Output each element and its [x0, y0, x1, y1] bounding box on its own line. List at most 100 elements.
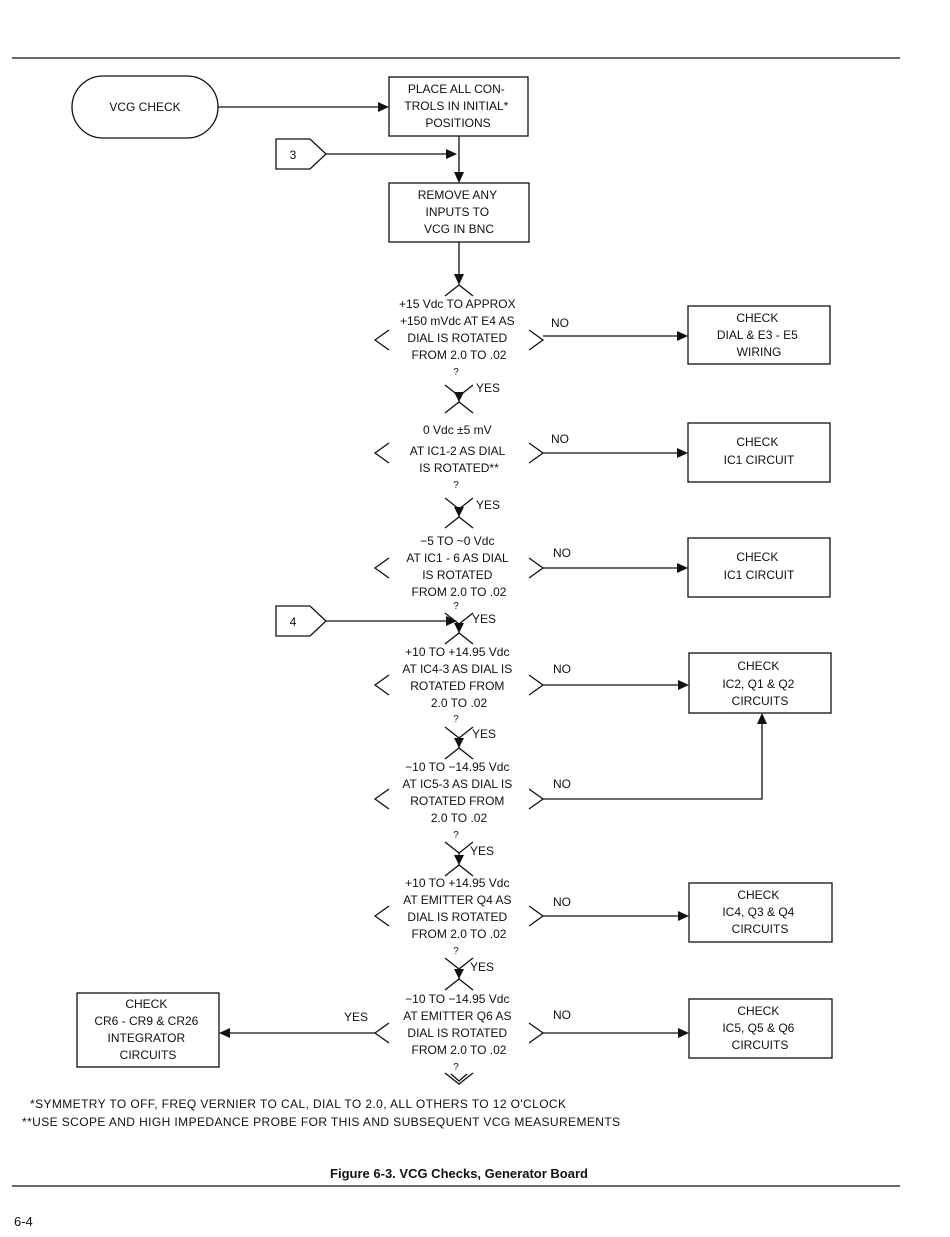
- check-line: INTEGRATOR: [108, 1031, 186, 1045]
- check-ic1-circuit-2: CHECK IC1 CIRCUIT: [687, 537, 831, 598]
- flow-end-chevron: [450, 1073, 468, 1082]
- step-line: TROLS IN INITIAL*: [404, 99, 508, 113]
- start-terminal: VCG CHECK: [71, 75, 219, 139]
- check-line: IC5, Q5 & Q6: [722, 1021, 794, 1035]
- decision-5-question-mark: ?: [453, 830, 459, 841]
- decision-4-no-label: NO: [553, 662, 571, 676]
- decision-4: +10 TO +14.95 Vdc AT IC4-3 AS DIAL IS RO…: [373, 632, 545, 739]
- step-line: INPUTS TO: [426, 205, 490, 219]
- decision-line: FROM 2.0 TO .02: [412, 927, 507, 941]
- decision-7-question-mark: ?: [453, 1062, 459, 1073]
- check-line: WIRING: [737, 345, 782, 359]
- decision-7-yes-label: YES: [344, 1010, 368, 1024]
- decision-line: +150 mVdc AT E4 AS: [400, 314, 515, 328]
- decision-2-question-mark: ?: [453, 480, 459, 491]
- step-remove-inputs-text: REMOVE ANY INPUTS TO VCG IN BNC: [418, 188, 500, 236]
- decision-3-yes-label: YES: [472, 612, 496, 626]
- decision-6: +10 TO +14.95 Vdc AT EMITTER Q4 AS DIAL …: [373, 864, 545, 970]
- check-line: IC2, Q1 & Q2: [722, 677, 794, 691]
- decision-2-no-label: NO: [551, 432, 569, 446]
- decision-line: AT IC4-3 AS DIAL IS: [402, 662, 512, 676]
- check-ic1-circuit-1-text: CHECK IC1 CIRCUIT: [724, 435, 795, 467]
- page-number: 6-4: [14, 1214, 33, 1229]
- decision-6-no-label: NO: [553, 895, 571, 909]
- check-line: CR6 - CR9 & CR26: [94, 1014, 198, 1028]
- decision-5-yes-label: YES: [470, 844, 494, 858]
- decision-2: 0 Vdc ±5 mV AT IC1-2 AS DIAL IS ROTATED*…: [373, 401, 545, 510]
- check-ic4-q3-q4: CHECK IC4, Q3 & Q4 CIRCUITS: [688, 882, 833, 943]
- footnote-2: **USE SCOPE AND HIGH IMPEDANCE PROBE FOR…: [22, 1115, 620, 1129]
- step-place-controls-text: PLACE ALL CON- TROLS IN INITIAL* POSITIO…: [404, 82, 511, 130]
- decision-6-question-mark: ?: [453, 946, 459, 957]
- check-line: IC1 CIRCUIT: [724, 453, 795, 467]
- check-line: IC1 CIRCUIT: [724, 568, 795, 582]
- check-ic2-q1-q2-text: CHECK IC2, Q1 & Q2 CIRCUITS: [722, 659, 797, 708]
- decision-4-text: +10 TO +14.95 Vdc AT IC4-3 AS DIAL IS RO…: [402, 645, 515, 710]
- check-line: CHECK: [736, 311, 778, 325]
- decision-line: IS ROTATED**: [419, 461, 499, 475]
- decision-7: −10 TO −14.95 Vdc AT EMITTER Q6 AS DIAL …: [373, 978, 545, 1085]
- check-line: CIRCUITS: [732, 694, 789, 708]
- decision-5: −10 TO −14.95 Vdc AT IC5-3 AS DIAL IS RO…: [373, 747, 545, 854]
- decision-line: +10 TO +14.95 Vdc: [405, 645, 509, 659]
- decision-line: +10 TO +14.95 Vdc: [405, 876, 509, 890]
- step-place-controls: PLACE ALL CON- TROLS IN INITIAL* POSITIO…: [388, 76, 529, 137]
- check-line: CIRCUITS: [732, 1038, 789, 1052]
- decision-line: DIAL IS ROTATED: [407, 331, 507, 345]
- decision-line: AT IC1-2 AS DIAL: [410, 444, 506, 458]
- decision-3: −5 TO ~0 Vdc AT IC1 - 6 AS DIAL IS ROTAT…: [373, 516, 545, 625]
- check-ic1-circuit-2-text: CHECK IC1 CIRCUIT: [724, 550, 795, 582]
- decision-7-text: −10 TO −14.95 Vdc AT EMITTER Q6 AS DIAL …: [403, 992, 515, 1057]
- decision-3-no-label: NO: [553, 546, 571, 560]
- decision-2-yes-label: YES: [476, 498, 500, 512]
- check-line: DIAL & E3 - E5: [717, 328, 798, 342]
- step-line: PLACE ALL CON-: [408, 82, 505, 96]
- decision-1-no-label: NO: [551, 316, 569, 330]
- check-integrator-circuits: CHECK CR6 - CR9 & CR26 INTEGRATOR CIRCUI…: [76, 992, 220, 1068]
- check-line: CHECK: [736, 550, 778, 564]
- check-line: CIRCUITS: [732, 922, 789, 936]
- decision-1-text: +15 Vdc TO APPROX +150 mVdc AT E4 AS DIA…: [399, 297, 519, 362]
- decision-line: AT EMITTER Q4 AS: [403, 893, 511, 907]
- step-line: REMOVE ANY: [418, 188, 497, 202]
- decision-line: IS ROTATED: [422, 568, 493, 582]
- check-dial-wiring: CHECK DIAL & E3 - E5 WIRING: [687, 305, 831, 365]
- decision-line: −5 TO ~0 Vdc: [420, 534, 494, 548]
- figure-caption: Figure 6-3. VCG Checks, Generator Board: [330, 1166, 588, 1181]
- check-line: CHECK: [736, 435, 778, 449]
- decision-line: 2.0 TO .02: [431, 696, 488, 710]
- decision-4-yes-label: YES: [472, 727, 496, 741]
- decision-line: AT IC1 - 6 AS DIAL: [406, 551, 509, 565]
- connector-4: 4: [275, 605, 327, 637]
- arrowheads: [219, 102, 767, 1038]
- check-line: CHECK: [737, 888, 779, 902]
- decision-line: FROM 2.0 TO .02: [412, 348, 507, 362]
- check-line: CIRCUITS: [120, 1048, 177, 1062]
- decision-line: 2.0 TO .02: [431, 811, 488, 825]
- check-line: CHECK: [737, 659, 779, 673]
- decision-line: −10 TO −14.95 Vdc: [405, 760, 509, 774]
- decision-5-text: −10 TO −14.95 Vdc AT IC5-3 AS DIAL IS RO…: [402, 760, 515, 825]
- check-ic5-q5-q6: CHECK IC5, Q5 & Q6 CIRCUITS: [688, 998, 833, 1059]
- decision-1: +15 Vdc TO APPROX +150 mVdc AT E4 AS DIA…: [373, 284, 545, 397]
- check-ic2-q1-q2: CHECK IC2, Q1 & Q2 CIRCUITS: [688, 652, 832, 714]
- decision-1-question-mark: ?: [453, 367, 459, 378]
- check-integrator-circuits-text: CHECK CR6 - CR9 & CR26 INTEGRATOR CIRCUI…: [94, 997, 201, 1062]
- step-line: VCG IN BNC: [424, 222, 494, 236]
- decision-3-question-mark: ?: [453, 601, 459, 612]
- decision-4-question-mark: ?: [453, 714, 459, 725]
- step-line: POSITIONS: [425, 116, 490, 130]
- check-dial-wiring-text: CHECK DIAL & E3 - E5 WIRING: [717, 311, 801, 359]
- check-ic1-circuit-1: CHECK IC1 CIRCUIT: [687, 422, 831, 483]
- decision-2-text: 0 Vdc ±5 mV AT IC1-2 AS DIAL IS ROTATED*…: [410, 423, 509, 475]
- connector-4-label: 4: [290, 615, 297, 629]
- flow-lines: [218, 106, 763, 1034]
- check-line: CHECK: [737, 1004, 779, 1018]
- decision-line: −10 TO −14.95 Vdc: [405, 992, 509, 1006]
- decision-line: ROTATED FROM: [410, 679, 504, 693]
- check-line: CHECK: [125, 997, 167, 1011]
- start-label: VCG CHECK: [109, 100, 180, 114]
- check-ic5-q5-q6-text: CHECK IC5, Q5 & Q6 CIRCUITS: [722, 1004, 797, 1052]
- decision-line: AT EMITTER Q6 AS: [403, 1009, 511, 1023]
- decision-1-yes-label: YES: [476, 381, 500, 395]
